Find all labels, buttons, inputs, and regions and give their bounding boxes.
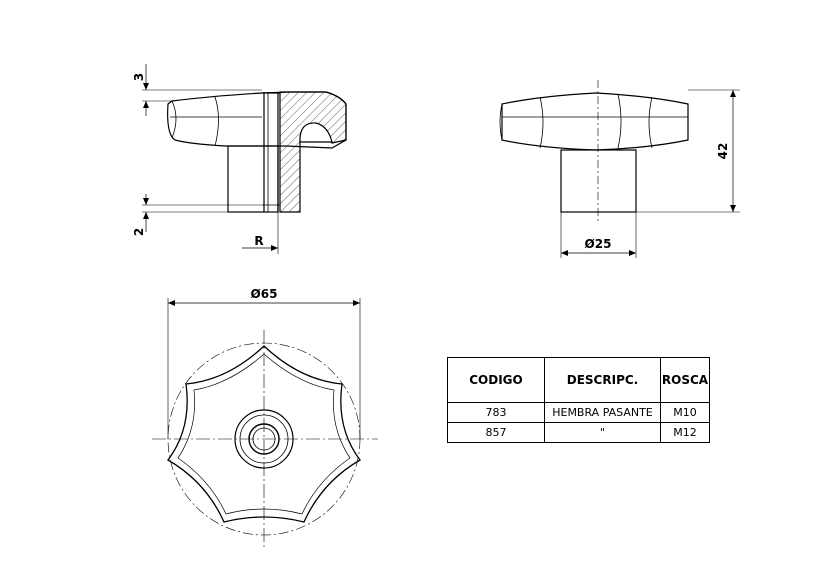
side-stem — [560, 149, 637, 213]
table-header-row: CODIGO DESCRIPC. ROSCA — [447, 357, 710, 403]
header-descripcion: DESCRIPC. — [544, 357, 661, 403]
table-row: 783 HEMBRA PASANTE M10 — [447, 402, 710, 423]
section-stem — [227, 145, 279, 213]
section-hatch — [279, 91, 347, 213]
dim-total-height: 42 — [716, 143, 730, 160]
header-rosca: ROSCA — [660, 357, 710, 403]
cell-codigo: 857 — [447, 422, 545, 443]
specification-table: CODIGO DESCRIPC. ROSCA 783 HEMBRA PASANT… — [447, 357, 710, 443]
cell-rosca: M10 — [660, 402, 710, 423]
dim-top-thickness: 3 — [132, 73, 146, 81]
cell-codigo: 783 — [447, 402, 545, 423]
cell-descripcion: HEMBRA PASANTE — [544, 402, 661, 423]
cell-descripcion: " — [544, 422, 661, 443]
header-codigo: CODIGO — [447, 357, 545, 403]
dim-bottom-offset: 2 — [132, 228, 146, 236]
side-view — [499, 80, 740, 258]
dim-radius: R — [254, 234, 263, 248]
cell-rosca: M12 — [660, 422, 710, 443]
table-row: 857 " M12 — [447, 422, 710, 443]
side-head-outline — [501, 92, 689, 151]
section-undercut — [299, 122, 333, 143]
dim-knob-diameter: Ø65 — [251, 287, 278, 301]
dim-base-diameter: Ø25 — [585, 237, 612, 251]
section-head-facets — [171, 96, 219, 147]
section-view — [142, 64, 347, 254]
top-view — [152, 298, 378, 548]
